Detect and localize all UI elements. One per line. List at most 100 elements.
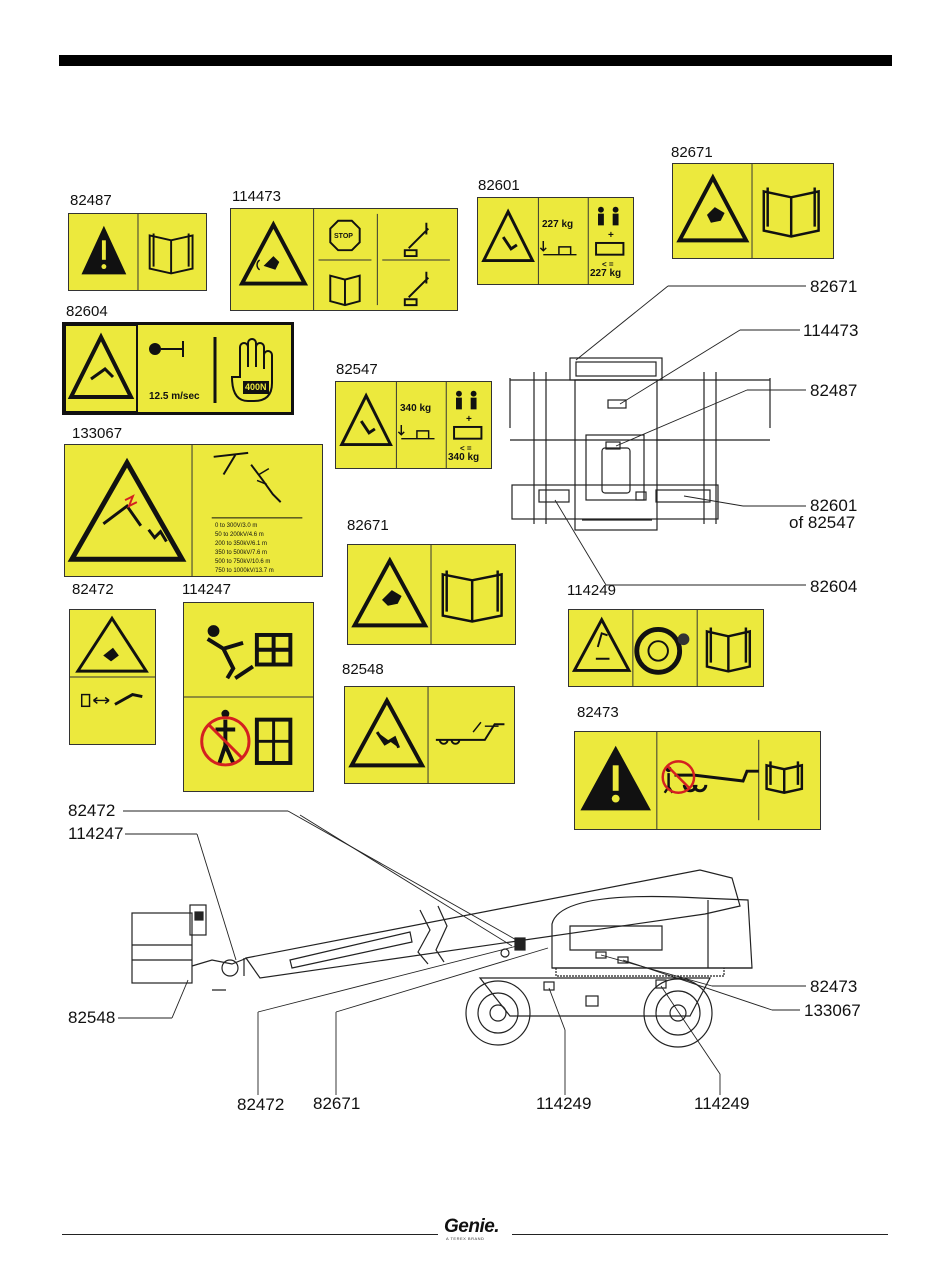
decal-spot-114473 — [607, 399, 627, 409]
no-person-near-boom-icon — [661, 760, 759, 794]
decal-82671-top — [672, 163, 834, 259]
manual-book-icon — [705, 627, 752, 673]
decal-spot-engine-hood — [569, 925, 663, 951]
manual-book-icon — [441, 570, 503, 623]
decal-82472 — [69, 609, 156, 745]
distance-arrow-icon — [93, 696, 110, 704]
distance-line-3: 350 to 500kV/7.6 m — [215, 550, 268, 556]
machine-rotate-icon — [435, 723, 505, 745]
decal-label-82547: 82547 — [336, 361, 378, 378]
machine-leader-lines — [118, 810, 806, 1095]
decal-82473 — [574, 731, 821, 830]
manual-book-icon — [148, 233, 194, 275]
hand-force-icon — [230, 338, 273, 402]
decal-114247 — [183, 602, 314, 792]
callout-platform-82487: 82487 — [810, 381, 858, 400]
decal-114473: STOP — [230, 208, 458, 311]
prohibition-icon — [661, 760, 696, 794]
machine-diagram — [131, 869, 753, 1048]
decal-82548 — [344, 686, 515, 784]
hand-crush-icon — [706, 207, 725, 223]
platform-icon — [595, 241, 625, 256]
distance-line-5: 750 to 1000kV/13.7 m — [215, 568, 274, 574]
platform-leader-lines — [554, 285, 806, 586]
footer-rule-left — [62, 1234, 438, 1235]
manual-book-icon — [329, 274, 361, 307]
callout-machine-114247: 114247 — [68, 824, 124, 843]
decal-spot-82473 — [595, 951, 607, 959]
callout-machine-114249-a: 114249 — [536, 1094, 592, 1113]
callout-machine-133067: 133067 — [804, 1001, 861, 1020]
electrocution-warning-icon — [67, 457, 187, 562]
no-standing-on-rails-icon — [200, 709, 293, 767]
callout-platform-82671: 82671 — [810, 277, 858, 296]
weight-340-bottom: 340 kg — [448, 452, 480, 463]
decal-114249 — [568, 609, 764, 687]
decal-82547: 340 kg + < = 340 kg — [335, 381, 492, 469]
hand-icon — [114, 693, 143, 706]
force-text: 400N — [243, 381, 269, 394]
weight-227-bottom: 227 kg — [590, 268, 622, 279]
callout-machine-82472-bottom: 82472 — [237, 1095, 285, 1114]
decal-label-82604: 82604 — [66, 303, 108, 320]
decal-spot-114249-a — [543, 981, 555, 991]
warning-triangle-icon — [571, 616, 632, 672]
crush-hazard-icon — [103, 647, 119, 662]
decal-label-114249: 114249 — [567, 582, 616, 599]
callout-machine-82472-top: 82472 — [68, 801, 116, 820]
warning-triangle-icon — [339, 392, 393, 447]
callout-machine-114249-b: 114249 — [694, 1094, 750, 1113]
prohibition-icon — [200, 716, 251, 767]
warning-triangle-icon — [238, 220, 309, 286]
crush-hazard-icon — [375, 731, 401, 749]
decal-label-82601: 82601 — [478, 177, 520, 194]
manual-book-icon — [765, 761, 804, 795]
decal-label-114473: 114473 — [232, 188, 281, 205]
boom-platform-icon — [403, 222, 430, 307]
warning-triangle-icon — [67, 332, 135, 399]
decal-label-133067: 133067 — [72, 425, 123, 442]
warning-triangle-icon — [351, 556, 429, 628]
genie-logo: Genie. — [444, 1216, 500, 1237]
decal-spot-82487 — [605, 441, 621, 450]
decal-spot-82604 — [538, 489, 570, 503]
decal-spot-82601 — [655, 489, 711, 503]
fall-hazard-icon — [206, 625, 293, 680]
plus-sign: + — [466, 414, 472, 425]
brand-tagline: A TEREX BRAND — [446, 1236, 485, 1241]
distance-line-1: 50 to 200kV/4.6 m — [215, 532, 264, 538]
callout-platform-82601: 82601 — [810, 496, 858, 515]
warning-triangle-icon — [676, 173, 750, 243]
tire-icon — [634, 627, 683, 675]
decal-82671-mid — [347, 544, 516, 645]
two-persons-icon — [456, 390, 477, 410]
footer-rule-right — [512, 1234, 888, 1235]
decal-label-82472: 82472 — [72, 581, 114, 598]
decal-label-82473: 82473 — [577, 704, 619, 721]
decal-label-82548: 82548 — [342, 661, 384, 678]
less-equal: < = — [460, 444, 472, 453]
hand-crush-icon — [382, 590, 402, 606]
callout-platform-82604: 82604 — [810, 577, 858, 596]
callout-machine-82548: 82548 — [68, 1008, 116, 1027]
decal-82487 — [68, 213, 207, 291]
decal-label-82487: 82487 — [70, 192, 112, 209]
callout-machine-82671: 82671 — [313, 1094, 361, 1113]
load-icon — [397, 425, 435, 440]
header-bar — [59, 55, 892, 66]
warning-triangle-icon — [75, 615, 149, 673]
wind-gauge-icon — [149, 343, 161, 355]
manual-book-icon — [762, 187, 820, 238]
callout-machine-82473: 82473 — [810, 977, 858, 996]
decal-133067: 0 to 300V/3.0 m 50 to 200kV/4.6 m 200 to… — [64, 444, 323, 577]
warning-triangle-icon — [481, 208, 535, 263]
plus-sign: + — [608, 230, 614, 241]
warning-triangle-icon — [348, 696, 426, 768]
distance-line-2: 200 to 350kV/6.1 m — [215, 541, 268, 547]
wind-speed-text: 12.5 m/sec — [149, 391, 200, 402]
decal-82601: 227 kg + < = 227 kg — [477, 197, 634, 285]
callout-platform-82601-sub: of 82547 — [789, 513, 856, 532]
decal-label-82671-top: 82671 — [671, 144, 713, 161]
weight-340-top: 340 kg — [400, 403, 432, 414]
callout-platform-114473: 114473 — [803, 321, 859, 340]
